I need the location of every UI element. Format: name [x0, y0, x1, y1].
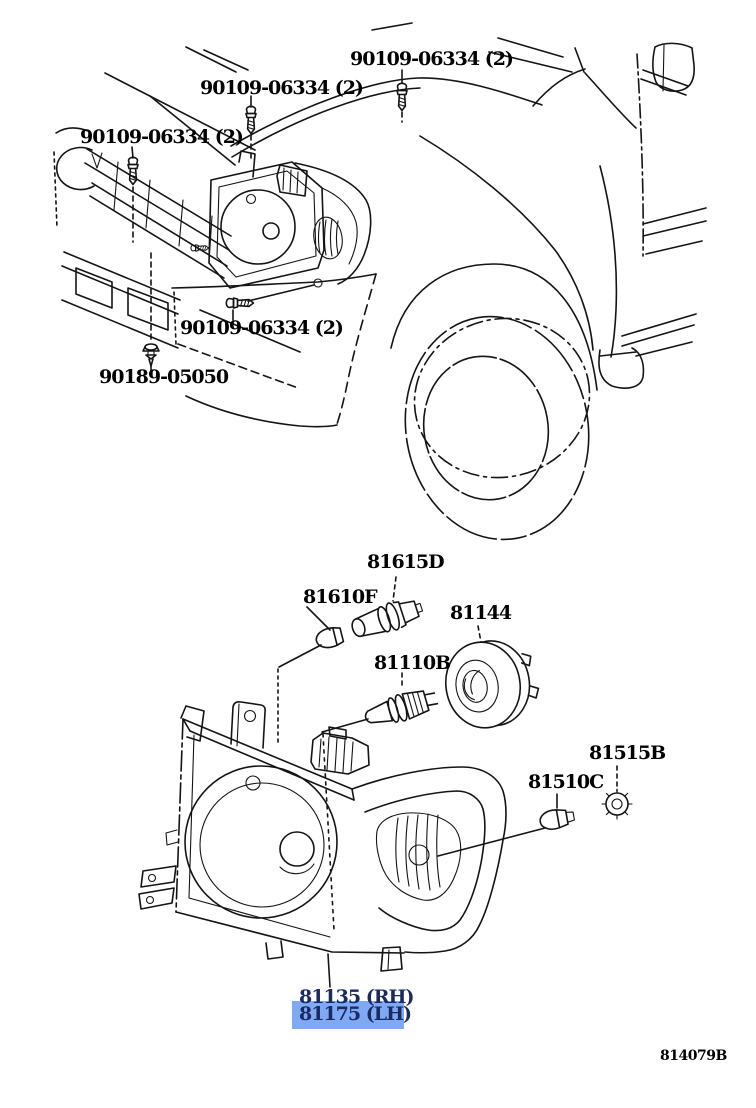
socket-icon-81515b	[601, 765, 633, 820]
part-label-81610f[interactable]: 81610F	[303, 586, 378, 608]
grille-line-art	[53, 127, 232, 279]
screw-icon-left	[127, 146, 139, 243]
part-label-90109-06334-d[interactable]: 90109-06334 (2)	[180, 317, 344, 339]
part-label-81110b[interactable]: 81110B	[374, 652, 451, 674]
selection-highlight	[292, 1001, 404, 1029]
part-label-81144[interactable]: 81144	[450, 602, 512, 624]
screw-icon-bumper	[225, 278, 323, 321]
headlamp-bulb-icon-81110b	[321, 672, 439, 931]
signal-lens-bezel	[351, 766, 507, 954]
wheel-arch	[390, 263, 598, 541]
side-mirror	[640, 42, 695, 96]
part-label-81135-rh[interactable]: 81135 (RH)	[299, 986, 414, 1008]
bulb-socket-tower	[310, 726, 370, 775]
screw-icon-top-right	[396, 69, 408, 123]
part-label-81615d[interactable]: 81615D	[367, 551, 445, 573]
diagram-code: 814079B	[660, 1048, 727, 1064]
socket-cover-icon-81144	[445, 625, 540, 729]
reflector-bowl	[184, 765, 338, 919]
vehicle-front-line-art	[53, 22, 707, 541]
mounting-tabs-bottom	[265, 940, 403, 972]
front-bumper-line-art	[61, 251, 377, 428]
screw-icon-upper-mid	[245, 95, 257, 162]
headlamp-on-vehicle	[190, 150, 372, 289]
mounting-tabs-left	[138, 829, 179, 910]
part-label-81515b[interactable]: 81515B	[589, 742, 666, 764]
part-label-81175-lh-selected[interactable]: 81175 (LH)	[299, 1003, 412, 1025]
part-label-90109-06334-c[interactable]: 90109-06334 (2)	[80, 126, 244, 148]
bulb-socket-icon-81615d	[351, 576, 424, 638]
part-label-90109-06334-a[interactable]: 90109-06334 (2)	[350, 48, 514, 70]
mounting-tab-top	[230, 701, 266, 749]
bulb-icon-81610f	[277, 606, 345, 746]
part-label-90189-05050[interactable]: 90189-05050	[99, 366, 229, 388]
headlamp-assembly-line-art	[138, 576, 633, 988]
bulb-icon-81510c	[437, 793, 575, 857]
part-label-81510c[interactable]: 81510C	[528, 771, 604, 793]
part-label-90109-06334-b[interactable]: 90109-06334 (2)	[200, 77, 364, 99]
clip-icon-90189	[142, 252, 160, 372]
